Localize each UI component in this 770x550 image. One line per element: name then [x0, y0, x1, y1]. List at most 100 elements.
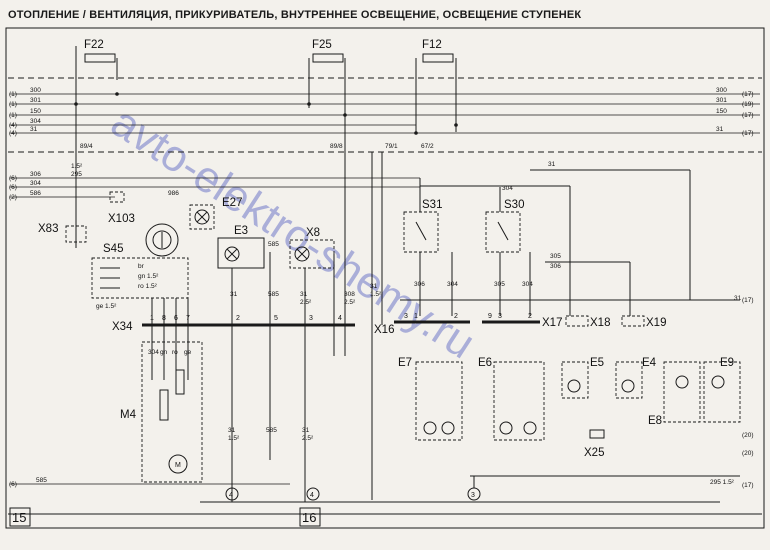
x34-pin-7: 7	[186, 315, 190, 322]
connector-X18: X18	[565, 315, 610, 329]
svg-text:4: 4	[310, 492, 314, 499]
switch-S45: S45 br gn 1.5² ro 1.5²	[91, 243, 189, 299]
wire-label-89-4: 89/4	[80, 143, 93, 150]
fuse-wiring	[75, 46, 457, 356]
bus-right-ref-8: (17)	[742, 482, 754, 489]
wire-label-gn-1-5: br	[138, 263, 145, 270]
svg-text:3: 3	[471, 492, 475, 499]
fuse-F22-label: F22	[84, 39, 104, 51]
connector-X17-label: X17	[542, 317, 562, 329]
wire-label-585-b: 585	[268, 291, 279, 298]
wire-label-31-a: 31	[230, 291, 238, 298]
power-bus	[10, 92, 760, 485]
connector-X83: X83	[38, 223, 87, 243]
x17-pin-3: 3	[498, 313, 502, 320]
bus-wire-150-right: 150	[716, 108, 727, 115]
bus-wire-301-right: 301	[716, 97, 727, 104]
wire-label-31-f: 31	[548, 161, 556, 168]
wire-label-2-5-c: 2.5²	[302, 435, 314, 442]
connector-X25-label: X25	[584, 447, 604, 459]
bus-ref-2: (1)	[9, 101, 17, 108]
x34-pin-3: 3	[309, 315, 313, 322]
right-wires	[400, 169, 740, 316]
connector-X8-label: X8	[306, 227, 320, 239]
cigarette-lighter-E3: E3	[217, 225, 265, 269]
lamp-E5-label: E5	[590, 357, 604, 369]
lamp-E9: E9	[703, 357, 741, 423]
switch-S45-label: S45	[103, 243, 123, 255]
x34-pin-1: 1	[150, 315, 154, 322]
bus-wire-586: 586	[30, 190, 41, 197]
bus-right-ref-1: (17)	[742, 91, 754, 98]
bus-ref-3: (1)	[9, 112, 17, 119]
wire-label-295-1-5: ge 1.5²	[96, 303, 117, 310]
wire-label-31-g: 31	[734, 295, 742, 302]
connector-X83-label: X83	[38, 223, 58, 235]
bus-wire-300: 300	[30, 87, 41, 94]
bus-right-ref-3: (17)	[742, 112, 754, 119]
wire-label-31-1-5: 295 1.5²	[710, 479, 735, 486]
wire-label-304-a: 304	[447, 281, 458, 288]
page-number-16: 16	[299, 507, 321, 527]
bus-ref-9: (6)	[9, 481, 17, 488]
fuse-F12: F12	[422, 39, 454, 63]
ground-ref-4a: 4	[225, 487, 239, 501]
wire-label-304-c: 304	[502, 185, 513, 192]
lamp-E8: E8	[648, 361, 701, 427]
wire-label-ro-1-5: gn 1.5²	[138, 273, 159, 280]
wire-label-1-5-c: 1.5²	[370, 291, 382, 298]
bus-wire-31: 31	[30, 126, 38, 133]
vertical-wires	[151, 152, 383, 502]
wire-label-1-5-a: 1.5²	[71, 163, 83, 170]
bus-wire-304b: 304	[30, 180, 41, 187]
bus-right-ref-5: (17)	[742, 297, 754, 304]
lamp-E9-label: E9	[720, 357, 734, 369]
fan-switch-knob	[145, 223, 179, 257]
bus-wire-31-right: 31	[716, 126, 724, 133]
switch-S30: S30	[485, 199, 524, 253]
wire-color-ro: gn	[160, 349, 168, 356]
x16-pin-2: 2	[454, 313, 458, 320]
lamp-E4-label: E4	[642, 357, 657, 369]
bus-right-ref-6: (20)	[742, 432, 754, 439]
fuse-F25: F25	[312, 39, 344, 63]
page-number-15: 15	[9, 507, 31, 527]
connector-X34-label: X34	[112, 321, 133, 333]
wire-label-308: 308	[344, 291, 355, 298]
wire-label-31-c: 31	[370, 283, 378, 290]
connector-X19-label: X19	[646, 317, 666, 329]
x16-pin-1: 1	[414, 313, 418, 320]
x16-pin-3: 3	[404, 313, 408, 320]
connector-X34: X34 1 8 6 7 2 5 3 4	[112, 315, 355, 333]
bus-wire-304: 304	[30, 118, 41, 125]
wire-label-304-b: 304	[522, 281, 533, 288]
connector-X25: X25	[584, 429, 605, 459]
lamp-E7-label: E7	[398, 357, 412, 369]
wire-label-67-2: 67/2	[421, 143, 434, 150]
lamp-E6: E6	[478, 357, 545, 441]
bus-wire-150: 150	[30, 108, 41, 115]
wire-label-31-e: 31	[302, 427, 310, 434]
wire-label-306-a: 306	[550, 263, 561, 270]
lamp-E27: E27	[189, 197, 242, 230]
bus-ref-4: (4)	[9, 122, 17, 129]
bus-wire-300-right: 300	[716, 87, 727, 94]
page-number-16-text: 16	[302, 510, 316, 525]
wire-label-585-c: 585	[266, 427, 277, 434]
diagram-frame	[5, 27, 765, 529]
wire-label-31-b: 31	[300, 291, 308, 298]
fuse-F25-label: F25	[312, 39, 332, 51]
bus-right-ref-7: (20)	[742, 450, 754, 457]
cigarette-lighter-E3-label: E3	[234, 225, 248, 237]
switch-S31: S31	[403, 199, 442, 253]
page-number-15-text: 15	[12, 510, 26, 525]
watermark: avto-elektro-shemy.ru	[103, 97, 484, 368]
x17-pin-9: 9	[488, 313, 492, 320]
lamp-E8-label: E8	[648, 415, 662, 427]
wire-color-gn: 304	[148, 349, 159, 356]
wire-label-295: 295	[71, 171, 82, 178]
x34-pin-8: 8	[162, 315, 166, 322]
x34-pin-6: 6	[174, 315, 178, 322]
bus-wire-301: 301	[30, 97, 41, 104]
bus-right-ref-4: (17)	[742, 130, 754, 137]
